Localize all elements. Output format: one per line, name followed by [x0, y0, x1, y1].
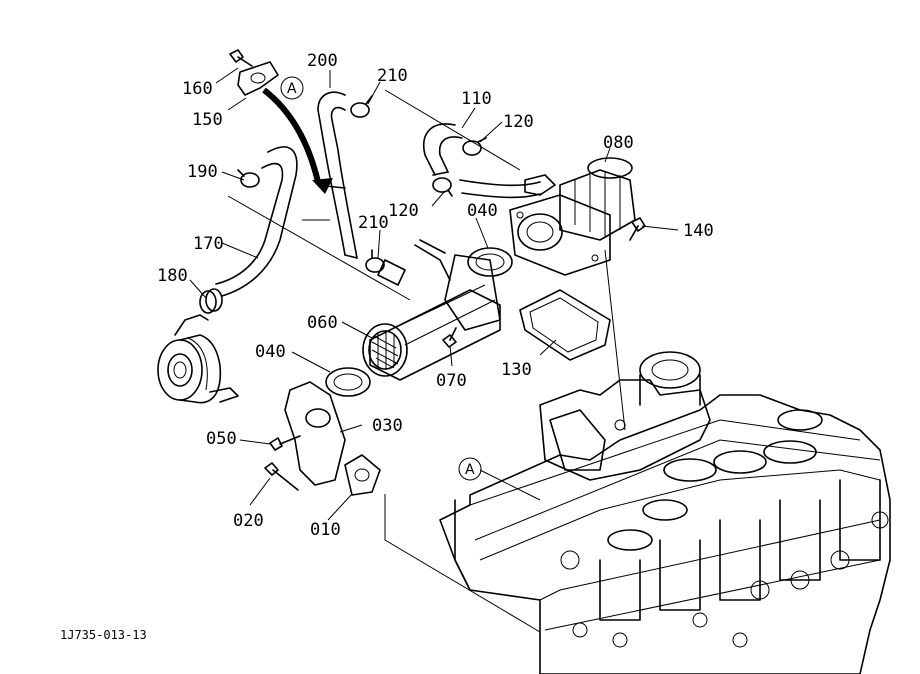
bolt-070 [442, 327, 457, 348]
clamp-190 [237, 169, 260, 188]
gasket-040-upper [467, 247, 513, 277]
gasket-010 [344, 454, 381, 496]
callout-a-bottom-letter: A [465, 462, 475, 478]
callout-a-top: A [280, 76, 304, 100]
callout-a-top-letter: A [287, 81, 297, 97]
label-020: 020 [233, 511, 264, 531]
drawing-reference: 1J735-013-13 [60, 628, 147, 642]
label-120-lower: 120 [388, 201, 419, 221]
hose-170 [215, 146, 298, 297]
label-200: 200 [307, 51, 338, 71]
hose-a-path [262, 87, 346, 194]
label-170: 170 [193, 234, 224, 254]
bolt-140 [629, 217, 646, 241]
clamp-120-lower [432, 177, 453, 197]
label-150: 150 [192, 110, 223, 130]
clamp-210-lower [365, 249, 385, 273]
bolt-020 [264, 462, 299, 491]
label-160: 160 [182, 79, 213, 99]
clamp-180 [199, 288, 223, 314]
label-110: 110 [461, 89, 492, 109]
bolt-050 [269, 435, 301, 451]
label-130: 130 [501, 360, 532, 380]
pipe-to-egr [459, 179, 541, 199]
label-180: 180 [157, 266, 188, 286]
clamp-210-upper [350, 95, 373, 118]
gasket-040-lower [325, 367, 371, 397]
egr-cooler-060 [362, 239, 501, 381]
label-070: 070 [436, 371, 467, 391]
egr-pipe-030 [284, 381, 346, 486]
egr-valve-080 [509, 157, 636, 276]
label-210-lower: 210 [358, 213, 389, 233]
hose-200 [317, 91, 358, 259]
label-080: 080 [603, 133, 634, 153]
hose-110 [423, 123, 463, 176]
label-040-lower: 040 [255, 342, 286, 362]
label-140: 140 [683, 221, 714, 241]
label-210-upper: 210 [377, 66, 408, 86]
gasket-130 [519, 289, 611, 361]
label-030: 030 [372, 416, 403, 436]
callout-a-bottom: A [458, 457, 482, 481]
connector-tube [377, 259, 406, 286]
intake-manifold-block [539, 351, 711, 481]
clamp-120-upper [462, 137, 487, 156]
bolt-160 [229, 49, 253, 67]
engine-block [439, 394, 891, 674]
label-040-upper: 040 [467, 201, 498, 221]
label-120-upper: 120 [503, 112, 534, 132]
label-010: 010 [310, 520, 341, 540]
label-050: 050 [206, 429, 237, 449]
part-labels: 160 150 190 170 180 200 210 210 110 120 … [157, 51, 714, 540]
label-190: 190 [187, 162, 218, 182]
label-060: 060 [307, 313, 338, 333]
oil-cooler [157, 314, 239, 404]
leader-lines [189, 67, 679, 633]
clamp-150 [237, 61, 279, 96]
